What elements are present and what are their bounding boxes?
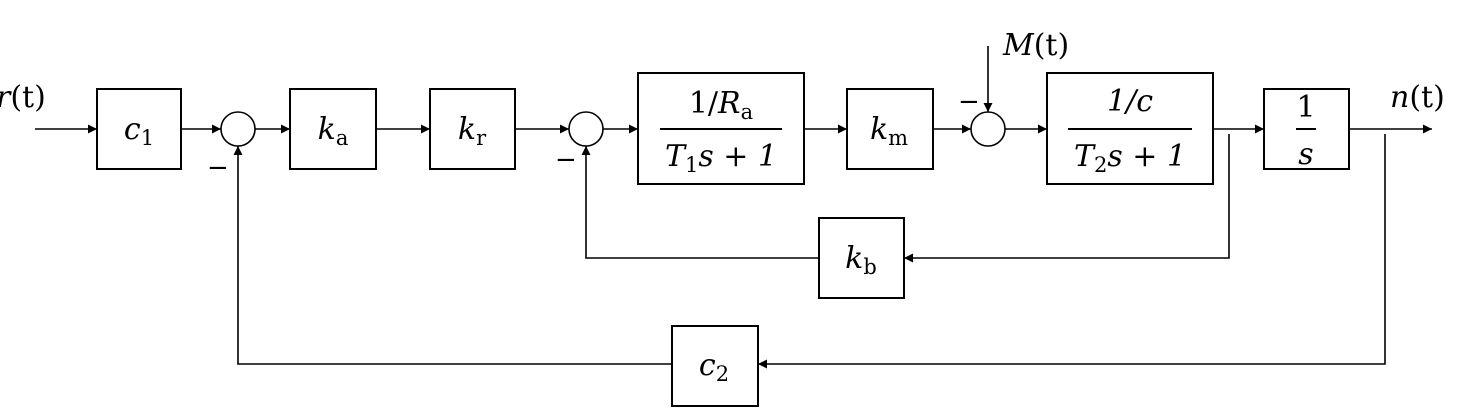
output-signal-label: n(t) xyxy=(1390,80,1445,115)
wire-back-emf-feedback xyxy=(904,134,1230,263)
c1-symbol: c xyxy=(124,112,141,147)
armature-denominator-subscript: 1 xyxy=(685,153,698,177)
svg-text:T1s + 1: T1s + 1 xyxy=(665,139,777,177)
svg-text:ka: ka xyxy=(318,112,349,150)
block-kr: kr xyxy=(429,88,516,170)
mech-denominator-rest: s + 1 xyxy=(1107,139,1186,174)
integrator-numerator: 1 xyxy=(1296,90,1315,125)
ka-subscript: a xyxy=(336,126,349,150)
armature-denominator-symbol: T xyxy=(665,139,687,174)
kr-symbol: k xyxy=(458,112,476,147)
summing-junction-1 xyxy=(220,111,256,147)
sum1-minus-sign: − xyxy=(207,153,229,183)
svg-text:T2s + 1: T2s + 1 xyxy=(1074,139,1186,177)
ka-symbol: k xyxy=(318,112,336,147)
wire-c2-to-sum1 xyxy=(233,146,672,365)
svg-text:kr: kr xyxy=(458,112,487,150)
kb-symbol: k xyxy=(845,241,863,276)
disturbance-signal-label: M(t) xyxy=(1002,28,1069,63)
svg-text:1/Ra: 1/Ra xyxy=(689,86,753,124)
block-ka: ka xyxy=(289,88,377,170)
mech-denominator-subscript: 2 xyxy=(1094,153,1107,177)
summing-junction-3 xyxy=(970,111,1006,147)
armature-numerator-prefix: 1/ xyxy=(689,86,719,121)
summing-junction-2 xyxy=(568,111,604,147)
mech-numerator: 1/c xyxy=(1107,84,1153,119)
armature-numerator-subscript: a xyxy=(741,100,754,124)
integrator-denominator: s xyxy=(1298,137,1313,172)
wire-kb-to-sum2 xyxy=(581,146,819,259)
svg-text:kb: kb xyxy=(845,241,877,279)
sum3-minus-sign: − xyxy=(958,87,980,117)
signal-wires xyxy=(35,46,1432,369)
svg-text:km: km xyxy=(870,112,908,150)
block-c2: c2 xyxy=(671,325,759,407)
mech-denominator-symbol: T xyxy=(1074,139,1096,174)
block-armature-transfer-function: 1/Ra T1s + 1 xyxy=(637,72,805,185)
input-signal-label: r(t) xyxy=(0,80,46,115)
armature-numerator-symbol: R xyxy=(717,86,741,121)
c1-subscript: 1 xyxy=(141,126,154,150)
c2-subscript: 2 xyxy=(716,362,729,386)
wire-speed-feedback xyxy=(758,134,1386,369)
block-kb: kb xyxy=(818,217,905,299)
sum2-minus-sign: − xyxy=(555,145,577,175)
c2-symbol: c xyxy=(699,348,716,383)
kr-subscript: r xyxy=(476,126,487,150)
block-integrator: 1 s xyxy=(1263,88,1350,172)
km-subscript: m xyxy=(888,126,908,150)
kb-subscript: b xyxy=(863,255,876,279)
armature-denominator-rest: s + 1 xyxy=(698,139,777,174)
block-km: km xyxy=(846,88,934,170)
km-symbol: k xyxy=(870,112,888,147)
svg-text:c1: c1 xyxy=(124,112,154,150)
svg-text:c2: c2 xyxy=(699,348,729,386)
block-c1: c1 xyxy=(96,88,182,170)
block-mechanical-transfer-function: 1/c T2s + 1 xyxy=(1046,72,1214,185)
